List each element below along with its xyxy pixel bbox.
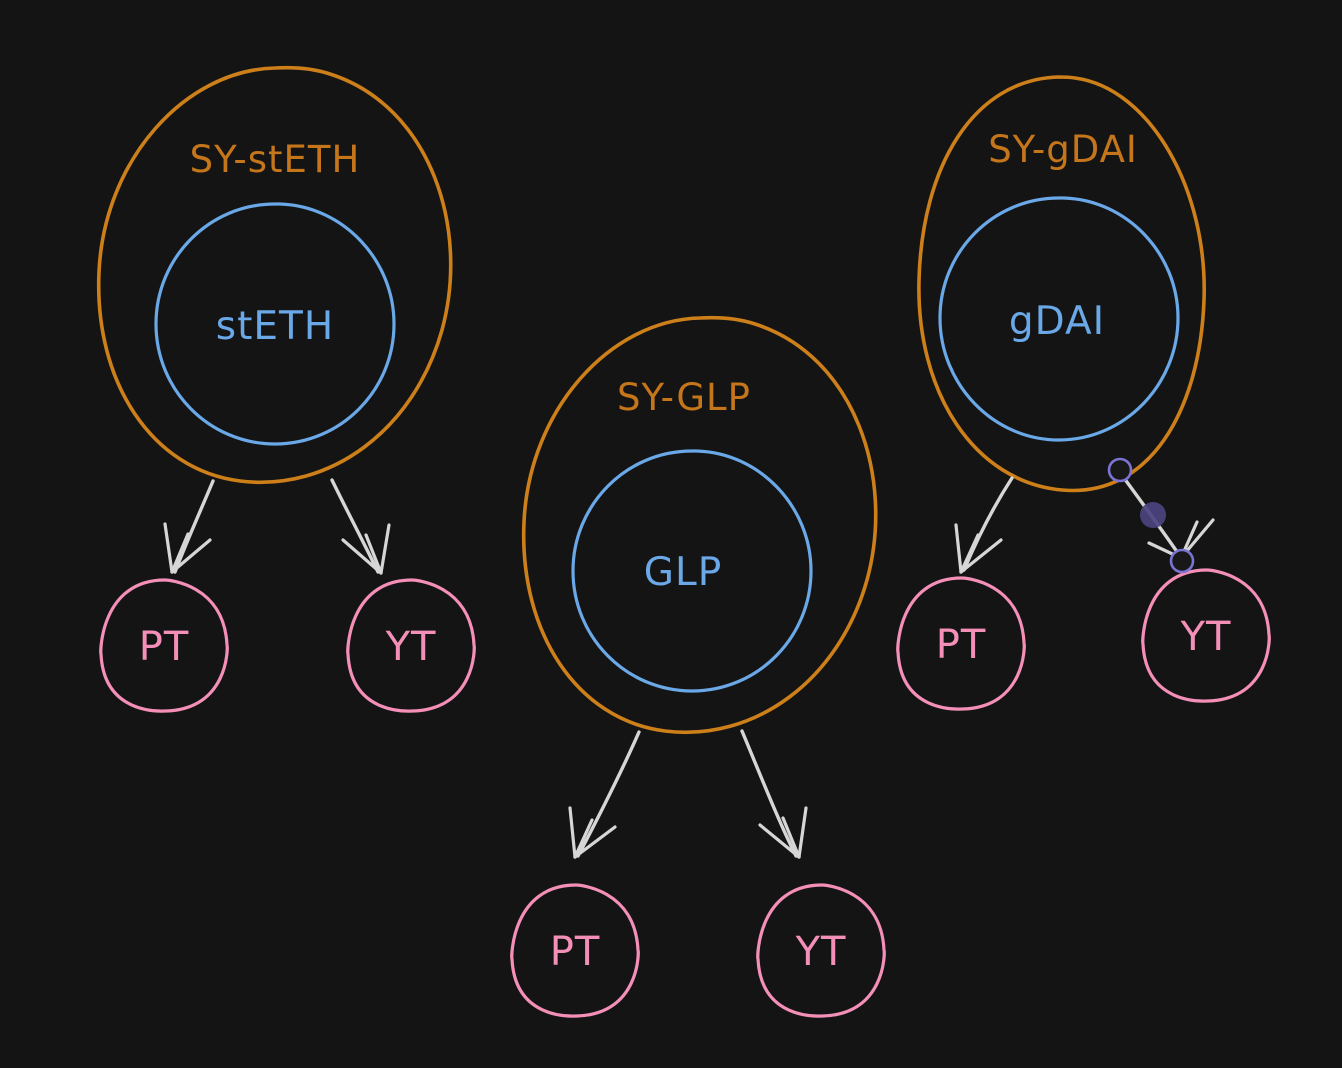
inner-circle-gdai[interactable] bbox=[938, 196, 1180, 442]
edge-start-handle[interactable] bbox=[1107, 457, 1133, 483]
token-label-gdai-pt: PT bbox=[936, 622, 987, 668]
arrow-sy-gdai-to-pt[interactable] bbox=[954, 476, 1014, 574]
token-node-steth-pt[interactable]: PT bbox=[99, 578, 229, 713]
group-glp[interactable]: SY-GLP GLP PT YT bbox=[510, 315, 886, 1018]
arrow-sy-glp-to-yt[interactable] bbox=[740, 729, 808, 859]
arrow-sy-steth-to-yt[interactable] bbox=[330, 478, 391, 575]
token-label-glp-yt: YT bbox=[795, 929, 847, 975]
token-node-glp-pt[interactable]: PT bbox=[510, 883, 640, 1018]
group-steth[interactable]: SY-stETH stETH PT bbox=[96, 65, 476, 713]
token-node-gdai-yt[interactable]: YT bbox=[1141, 568, 1271, 703]
token-node-steth-yt[interactable]: YT bbox=[346, 578, 476, 713]
inner-label-gdai: gDAI bbox=[1009, 299, 1105, 344]
wrapper-label-sy-glp: SY-GLP bbox=[617, 376, 751, 419]
wrapper-ellipse-sy-glp[interactable] bbox=[521, 315, 878, 734]
arrow-sy-glp-to-pt[interactable] bbox=[568, 730, 641, 859]
token-node-glp-yt[interactable]: YT bbox=[756, 883, 886, 1018]
token-label-glp-pt: PT bbox=[550, 929, 601, 975]
inner-label-steth: stETH bbox=[216, 304, 334, 349]
edge-midpoint-handle[interactable] bbox=[1140, 502, 1166, 528]
token-node-gdai-pt[interactable]: PT bbox=[896, 576, 1026, 711]
edge-end-handle[interactable] bbox=[1169, 548, 1195, 574]
inner-circle-glp[interactable] bbox=[571, 449, 813, 693]
token-label-steth-yt: YT bbox=[385, 624, 437, 670]
inner-label-glp: GLP bbox=[644, 550, 722, 595]
token-label-steth-pt: PT bbox=[139, 624, 190, 670]
wrapper-label-sy-steth: SY-stETH bbox=[190, 138, 361, 181]
group-gdai[interactable]: SY-gDAI gDAI PT bbox=[896, 75, 1271, 711]
wrapper-ellipse-sy-gdai[interactable] bbox=[917, 75, 1206, 493]
wrapper-label-sy-gdai: SY-gDAI bbox=[988, 128, 1138, 171]
token-label-gdai-yt: YT bbox=[1180, 614, 1232, 660]
inner-circle-steth[interactable] bbox=[154, 202, 396, 446]
wrapper-ellipse-sy-steth[interactable] bbox=[96, 65, 453, 484]
arrow-sy-steth-to-pt[interactable] bbox=[163, 479, 215, 574]
